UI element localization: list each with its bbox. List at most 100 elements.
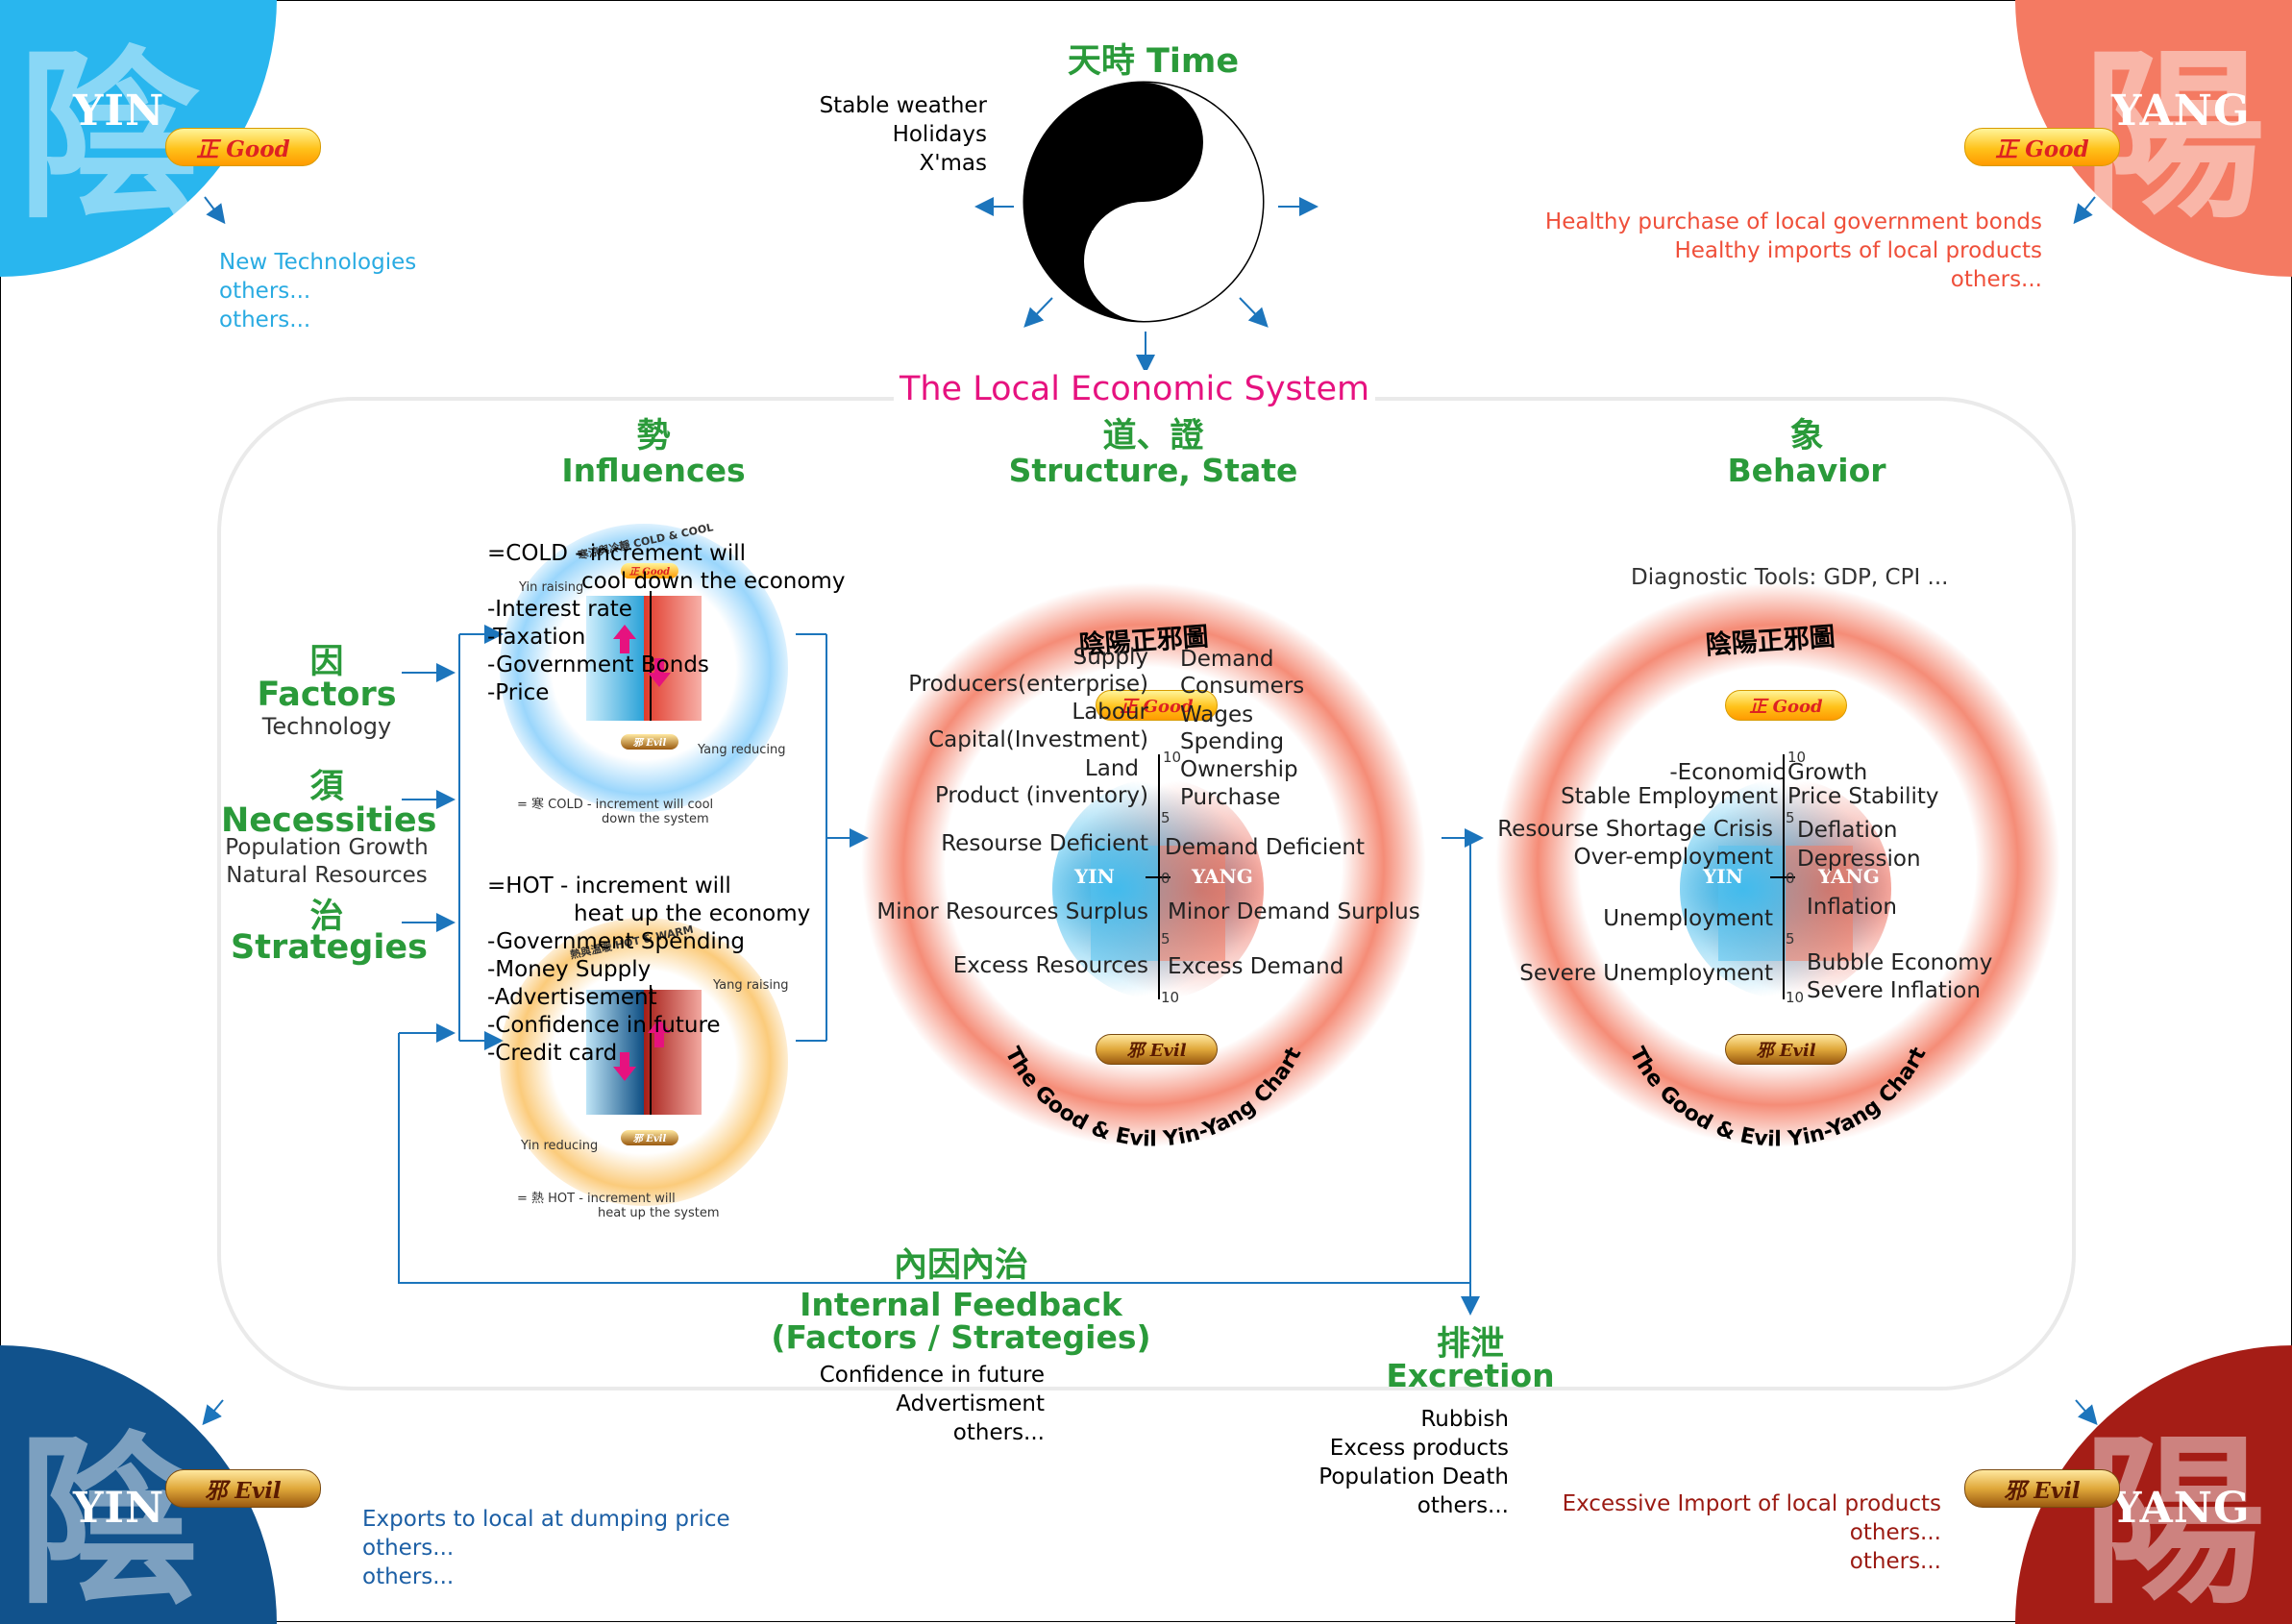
bl-line: others... [362,1564,455,1589]
center-right-label: Consumers [1180,674,1305,699]
right-tick: 5 [1786,930,1795,947]
center-right-label: Purchase [1180,785,1281,810]
feedback-line: Confidence in future [819,1363,1045,1388]
center-hline [1146,876,1171,878]
tr-line: Healthy imports of local products [1674,238,2042,263]
center-arc-text: The Good & Evil Yin-Yang Chart [1000,1044,1307,1152]
cold-caption-line: = 寒 COLD - increment will cool [517,798,714,812]
tl-line: others... [219,308,311,332]
right-right-label: Growth [1787,760,1868,785]
system-title: The Local Economic System [894,370,1376,408]
right-left-label: Over-employment [1573,845,1773,870]
center-tick: 10 [1161,989,1180,1006]
cold-line: -Taxation [487,625,586,650]
necessities-sub: Population Growth Natural Resources [202,834,452,890]
right-left-label: Severe Unemployment [1519,961,1773,986]
center-yin: YIN [1074,865,1115,888]
yang-word: YANG [2111,1484,2251,1533]
right-pill-evil: 邪 Evil [1725,1034,1847,1065]
tr-line: others... [1950,267,2042,292]
hot-line: heat up the economy [574,901,811,926]
center-right-label: Spending [1180,729,1285,754]
cold-line: -Interest rate [487,597,632,622]
excretion-line: others... [1417,1493,1509,1518]
cold-pill-good: 正 Good [621,563,678,578]
right-right-label: Deflation [1797,818,1898,843]
feedback-line: Advertisment [896,1391,1045,1416]
hot-line: -Credit card [487,1041,618,1066]
yang-word: YANG [2111,86,2251,135]
right-right-label: Inflation [1807,895,1897,920]
hot-line: =HOT - increment will [487,874,731,898]
hot-line: -Confidence in future [487,1013,721,1038]
hot-caption: = 熱 HOT - increment will heat up the sys… [517,1192,720,1220]
right-hline [1770,876,1795,878]
center-right-label: Demand Deficient [1165,835,1365,860]
center-left-label: Product (inventory) [934,783,1148,808]
center-left-label: Resourse Deficient [941,831,1148,856]
yin-word: YIN [73,86,165,135]
cold-caption-line: down the system [602,812,709,826]
right-pill-good: 正 Good [1725,690,1847,721]
cold-caption: = 寒 COLD - increment will cool down the … [517,798,713,826]
strategies-cn: 治 [309,898,344,936]
svg-text:The Good & Evil Yin-Yang Chart: The Good & Evil Yin-Yang Chart [1625,1044,1932,1152]
bl-line: others... [362,1536,455,1561]
cold-line: cool down the economy [581,569,846,594]
feedback-title: Internal Feedback [800,1286,1122,1323]
hot-yang-raising: Yang raising [713,978,789,993]
time-line: Holidays [892,122,987,147]
factors-label: Factors [257,676,397,714]
good-badge: 正 Good [1964,128,2120,166]
hot-caption-line: heat up the system [598,1206,720,1220]
br-text: Excessive Import of local products other… [1563,1489,1941,1576]
cold-chart-core [586,596,702,721]
strategies-label: Strategies [231,928,428,967]
sun-char: 日 [1166,140,1197,177]
hot-pill-evil: 邪 Evil [621,1130,678,1145]
center-tick: 5 [1161,930,1171,947]
moon-char: 月 [1086,227,1118,263]
right-yin: YIN [1703,865,1743,888]
right-tick: 0 [1786,870,1795,887]
br-line: others... [1849,1549,1941,1574]
right-tick: 5 [1786,809,1795,826]
center-tick: 0 [1161,870,1171,887]
tr-line: Healthy purchase of local government bon… [1544,209,2042,234]
center-right-label: Wages [1180,702,1254,727]
center-pill-good: 正 Good [1096,690,1218,721]
cold-axis [650,591,652,721]
feedback-line: others... [952,1420,1045,1445]
excretion-line: Population Death [1319,1464,1509,1489]
center-left-label: Land [1084,756,1139,781]
center-right-label: Minor Demand Surplus [1168,899,1420,924]
cold-line: -Price [487,680,550,705]
behavior-cn: 象 [1789,417,1824,455]
structure-cn: 道、證 [1102,417,1204,455]
right-arc-text: The Good & Evil Yin-Yang Chart [1625,1044,1932,1152]
hot-chart-core [586,990,702,1115]
yin-word: YIN [73,1484,165,1533]
necessities-sub-line: Natural Resources [226,863,428,888]
center-tick: 5 [1161,809,1171,826]
hot-axis [650,985,652,1115]
right-right-label: Depression [1797,847,1921,872]
yang-char: 陽 [2083,1415,2266,1624]
excretion-title: Excretion [1386,1357,1555,1394]
center-right-label: Ownership [1180,757,1298,782]
center-left-label: Supply [1072,645,1148,670]
structure-header: Structure, State [1008,452,1298,489]
right-left-label: Unemployment [1603,906,1773,931]
influences-cn: 勢 [636,417,671,455]
center-left-label: Producers(enterprise) [908,672,1148,697]
center-right-label: Excess Demand [1168,954,1344,979]
hot-arrows [613,1019,671,1081]
hot-text: =HOT - increment will heat up the econom… [487,873,810,1068]
excretion-line: Excess products [1329,1436,1509,1461]
time-text: Stable weather Holidays X'mas [820,91,987,178]
hot-caption-line: = 熱 HOT - increment will [517,1192,676,1206]
evil-badge: 邪 Evil [165,1469,321,1508]
center-tick: 10 [1163,749,1182,766]
svg-text:The Good & Evil Yin-Yang Chart: The Good & Evil Yin-Yang Chart [1000,1044,1307,1152]
time-title: 天時 Time [1067,42,1240,81]
